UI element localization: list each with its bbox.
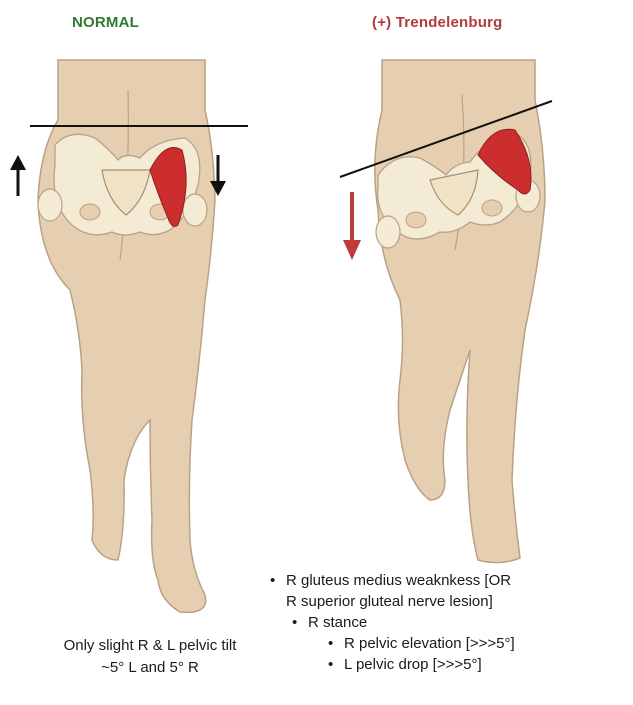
trend-left-obturator	[405, 211, 427, 229]
normal-right-femur-head	[182, 193, 208, 227]
trendelenburg-figure	[339, 59, 553, 564]
title-trendelenburg: (+) Trendelenburg	[372, 14, 503, 31]
normal-left-femur-head	[37, 188, 63, 222]
normal-caption: Only slight R & L pelvic tilt ~5° L and …	[0, 635, 300, 679]
note-pelvic-elevation: • R pelvic elevation [>>>5°]	[268, 633, 628, 654]
note-weakness-line2: R superior gluteal nerve lesion]	[286, 593, 493, 610]
normal-figure	[10, 59, 248, 614]
trend-sacrum	[429, 169, 479, 216]
note-pelvic-drop: • L pelvic drop [>>>5°]	[268, 654, 628, 675]
normal-left-obturator	[79, 203, 101, 221]
trend-drop-arrow-head	[343, 240, 361, 260]
normal-caption-line1: Only slight R & L pelvic tilt	[63, 637, 237, 654]
note-weakness-line1: R gluteus medius weaknkess [OR	[286, 572, 512, 589]
note-weakness: • R gluteus medius weaknkess [OR R super…	[268, 570, 628, 612]
title-normal: NORMAL	[72, 14, 140, 31]
bullet-dot: •	[328, 656, 334, 673]
normal-sacrum	[101, 169, 151, 216]
bullet-dot: •	[292, 614, 298, 631]
trendelenburg-notes: • R gluteus medius weaknkess [OR R super…	[268, 570, 628, 675]
normal-down-arrow-head	[210, 181, 226, 196]
trend-gluteus-medius	[477, 128, 532, 195]
bullet-dot: •	[328, 635, 334, 652]
normal-gluteus-medius	[149, 147, 187, 227]
note-stance: • R stance	[268, 612, 628, 633]
bullet-dot: •	[270, 572, 276, 589]
normal-up-arrow-head	[10, 155, 26, 170]
normal-caption-line2: ~5° L and 5° R	[101, 659, 199, 676]
note-stance-text: R stance	[308, 614, 368, 631]
trend-pelvic-tilt-line	[339, 100, 553, 178]
note-pelvic-elevation-text: R pelvic elevation [>>>5°]	[344, 635, 515, 652]
trend-left-femur-head	[375, 215, 401, 249]
note-pelvic-drop-text: L pelvic drop [>>>5°]	[344, 656, 482, 673]
trend-right-obturator	[481, 199, 503, 217]
